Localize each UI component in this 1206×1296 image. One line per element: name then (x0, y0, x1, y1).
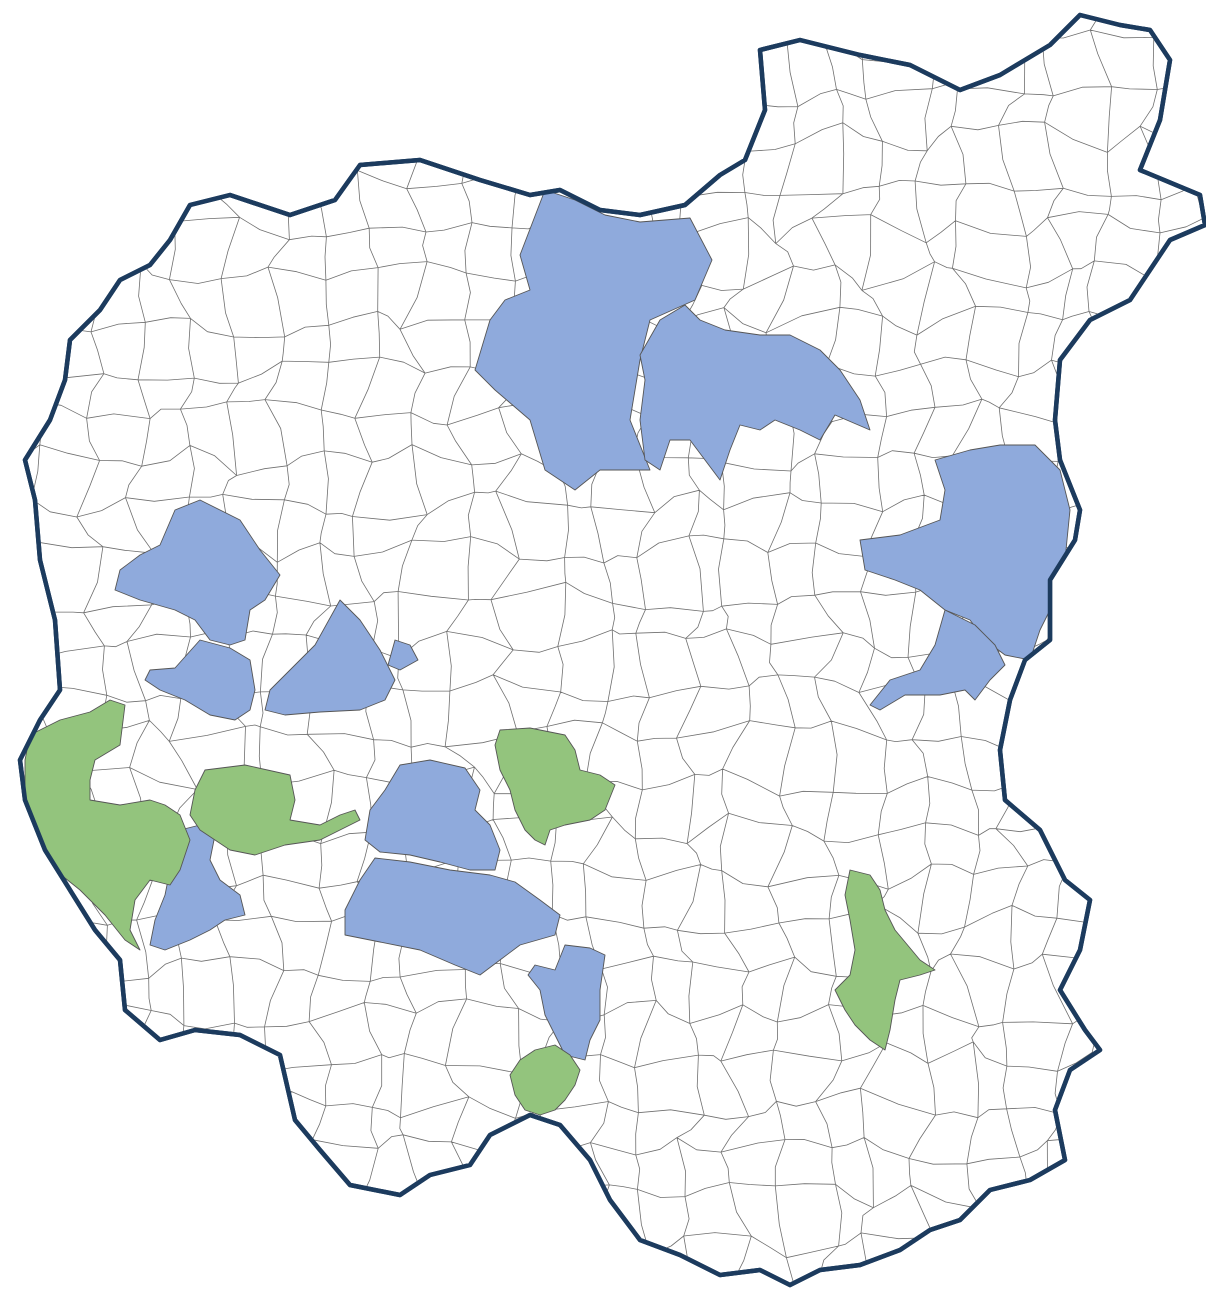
district-north-east-branch[interactable] (639, 304, 871, 481)
district-west-d[interactable] (387, 639, 419, 671)
district-west-c[interactable] (264, 599, 396, 716)
district-west-mid[interactable] (189, 764, 361, 856)
district-center-north[interactable] (494, 727, 616, 846)
district-central-lower[interactable] (344, 857, 561, 976)
district-west-b[interactable] (144, 639, 256, 721)
region-border (17, 12, 1206, 1288)
district-far-west[interactable] (24, 699, 191, 951)
district-north-central[interactable] (474, 189, 713, 491)
district-central-upper[interactable] (364, 759, 501, 871)
district-southeast[interactable] (834, 869, 936, 1051)
district-south[interactable] (509, 1044, 581, 1116)
district-east-south[interactable] (869, 609, 1006, 711)
district-west-a[interactable] (114, 499, 281, 646)
